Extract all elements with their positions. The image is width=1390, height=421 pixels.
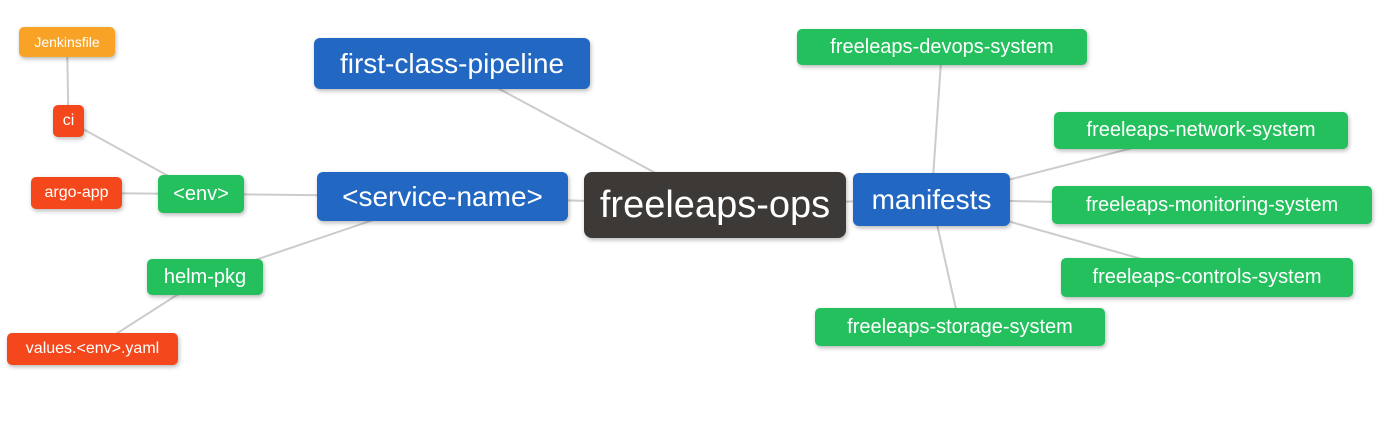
node-service-name[interactable]: <service-name>	[317, 172, 568, 221]
node-argo-app[interactable]: argo-app	[31, 177, 122, 209]
node-jenkinsfile[interactable]: Jenkinsfile	[19, 27, 115, 57]
node-freeleaps-devops-system[interactable]: freeleaps-devops-system	[797, 29, 1087, 65]
node-freeleaps-monitoring-system[interactable]: freeleaps-monitoring-system	[1052, 186, 1372, 224]
node-values-env-yaml[interactable]: values.<env>.yaml	[7, 333, 178, 365]
node-manifests[interactable]: manifests	[853, 173, 1010, 226]
node-freeleaps-storage-system[interactable]: freeleaps-storage-system	[815, 308, 1105, 346]
node-ci[interactable]: ci	[53, 105, 84, 137]
node-env[interactable]: <env>	[158, 175, 244, 213]
node-helm-pkg[interactable]: helm-pkg	[147, 259, 263, 295]
node-first-class-pipeline[interactable]: first-class-pipeline	[314, 38, 590, 89]
node-freeleaps-ops[interactable]: freeleaps-ops	[584, 172, 846, 238]
node-freeleaps-network-system[interactable]: freeleaps-network-system	[1054, 112, 1348, 149]
node-freeleaps-controls-system[interactable]: freeleaps-controls-system	[1061, 258, 1353, 297]
